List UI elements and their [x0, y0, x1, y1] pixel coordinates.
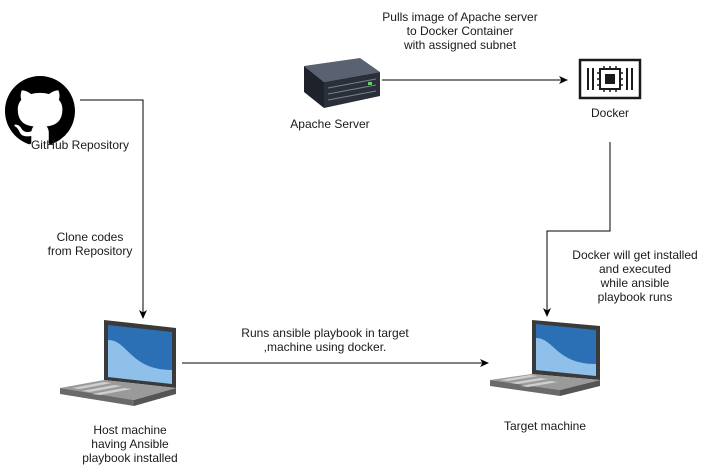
- docker-container-icon: [578, 58, 642, 100]
- edge-label-docker-to-target: Docker will get installed and executed w…: [572, 248, 698, 304]
- github-node: [5, 76, 75, 146]
- target-machine-label: Target machine: [503, 419, 587, 433]
- github-label: GitHub Repository: [30, 138, 130, 152]
- apache-server-node: [298, 52, 382, 110]
- apache-label: Apache Server: [290, 117, 370, 131]
- server-icon: [304, 58, 380, 108]
- host-machine-label: Host machine having Ansible playbook ins…: [82, 423, 178, 465]
- docker-label: Docker: [590, 106, 629, 120]
- docker-node: [578, 58, 642, 100]
- edge-label-host-to-target: Runs ansible playbook in target ,machine…: [241, 326, 409, 354]
- edge-label-github-to-host: Clone codes from Repository: [47, 230, 133, 258]
- edge-github-to-host: [80, 99, 147, 319]
- laptop-icon: [490, 320, 600, 396]
- target-machine-node: [488, 318, 608, 398]
- laptop-icon: [60, 320, 176, 406]
- edge-docker-to-target: [543, 142, 611, 317]
- host-machine-node: [58, 318, 184, 410]
- edge-label-apache-to-docker: Pulls image of Apache server to Docker C…: [382, 10, 538, 52]
- github-logo-icon: [5, 76, 75, 145]
